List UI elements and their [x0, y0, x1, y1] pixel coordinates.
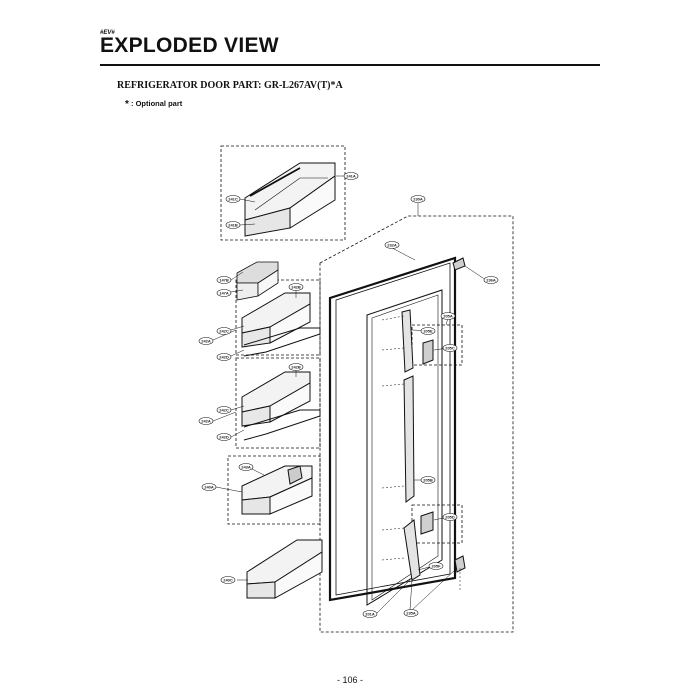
callout-242D-2: 242D [216, 433, 232, 441]
door-shelf-1 [241, 292, 321, 357]
callout-147A: 147A [216, 289, 232, 297]
optional-star: * [125, 99, 129, 110]
svg-text:205C: 205C [445, 346, 455, 351]
callout-147B: 147B [216, 276, 232, 284]
svg-text:242B: 242B [291, 285, 301, 290]
egg-tray [236, 261, 279, 301]
callout-201A: 201A [362, 610, 378, 618]
callout-240C: 240C [220, 576, 236, 584]
svg-text:205B: 205B [423, 478, 433, 483]
callout-205E: 205E [420, 327, 436, 335]
page-number: - 106 - [336, 675, 363, 685]
lower-bin-group-box [227, 455, 321, 525]
top-bin-group-box [220, 145, 346, 241]
svg-text:242C: 242C [219, 329, 229, 334]
callout-242A-2: 242A [198, 417, 214, 425]
callout-205A: 205A [440, 312, 456, 320]
svg-text:147A: 147A [219, 291, 229, 296]
svg-text:242C: 242C [219, 408, 229, 413]
door-handles [401, 257, 466, 581]
lower-door-bin [241, 465, 313, 515]
svg-text:236A: 236A [486, 278, 496, 283]
svg-text:235A: 235A [406, 611, 416, 616]
callout-241A: 241A [343, 172, 359, 180]
svg-text:201A: 201A [365, 612, 375, 617]
svg-text:205A: 205A [443, 314, 453, 319]
callout-242C-2: 242C [216, 406, 232, 414]
door-gasket [328, 256, 457, 602]
svg-text:241B: 241B [228, 223, 238, 228]
callout-205D: 205D [442, 513, 458, 521]
svg-text:230A: 230A [413, 197, 423, 202]
svg-text:242B: 242B [291, 365, 301, 370]
svg-text:232A: 232A [387, 243, 397, 248]
callout-242B-2: 242B [288, 363, 304, 371]
callout-236A: 236A [483, 276, 499, 284]
svg-text:205D: 205D [445, 515, 455, 520]
svg-text:242D: 242D [219, 435, 229, 440]
door-shelf-2 [241, 371, 321, 441]
callout-205C: 205C [442, 344, 458, 352]
svg-text:147B: 147B [219, 278, 229, 283]
part-subtitle: REFRIGERATOR DOOR PART: GR-L267AV(T)*A [117, 80, 343, 91]
svg-text:242A: 242A [201, 339, 211, 344]
door-inner-panel [366, 289, 443, 606]
svg-text:243A: 243A [241, 465, 251, 470]
bottom-door-bin [246, 539, 323, 599]
svg-text:242A: 242A [201, 419, 211, 424]
callout-243A: 243A [238, 463, 254, 471]
shelf-group-box-2 [235, 357, 321, 449]
svg-text:241C: 241C [228, 197, 238, 202]
svg-text:241A: 241A [346, 174, 356, 179]
callout-242C-1: 242C [216, 327, 232, 335]
svg-text:240C: 240C [223, 578, 233, 583]
callout-241B: 241B [225, 221, 241, 229]
callout-205B: 205B [420, 476, 436, 484]
title-underline [100, 64, 600, 66]
callout-232A: 232A [384, 241, 400, 249]
svg-text:240A: 240A [204, 485, 214, 490]
callout-242D-1: 242D [216, 353, 232, 361]
callout-242B-1: 242B [288, 283, 304, 291]
callout-230A: 230A [410, 195, 426, 203]
callout-240A: 240A [201, 483, 217, 491]
optional-part-note: * : Optional part [125, 99, 182, 110]
svg-text:205E: 205E [423, 329, 433, 334]
callout-205F: 205F [428, 562, 444, 570]
optional-note-text: : Optional part [131, 99, 183, 108]
page-title: EXPLODED VIEW [100, 34, 279, 57]
callout-241C: 241C [225, 195, 241, 203]
top-door-bin [244, 162, 336, 237]
callout-235A: 235A [403, 609, 419, 617]
callout-242A-1: 242A [198, 337, 214, 345]
svg-text:205F: 205F [431, 564, 441, 569]
part-callouts: 241A 241C 241B 230A 232A 236A 147B 147A … [198, 172, 499, 618]
svg-text:242D: 242D [219, 355, 229, 360]
revision-mark: #EV# [100, 30, 115, 36]
